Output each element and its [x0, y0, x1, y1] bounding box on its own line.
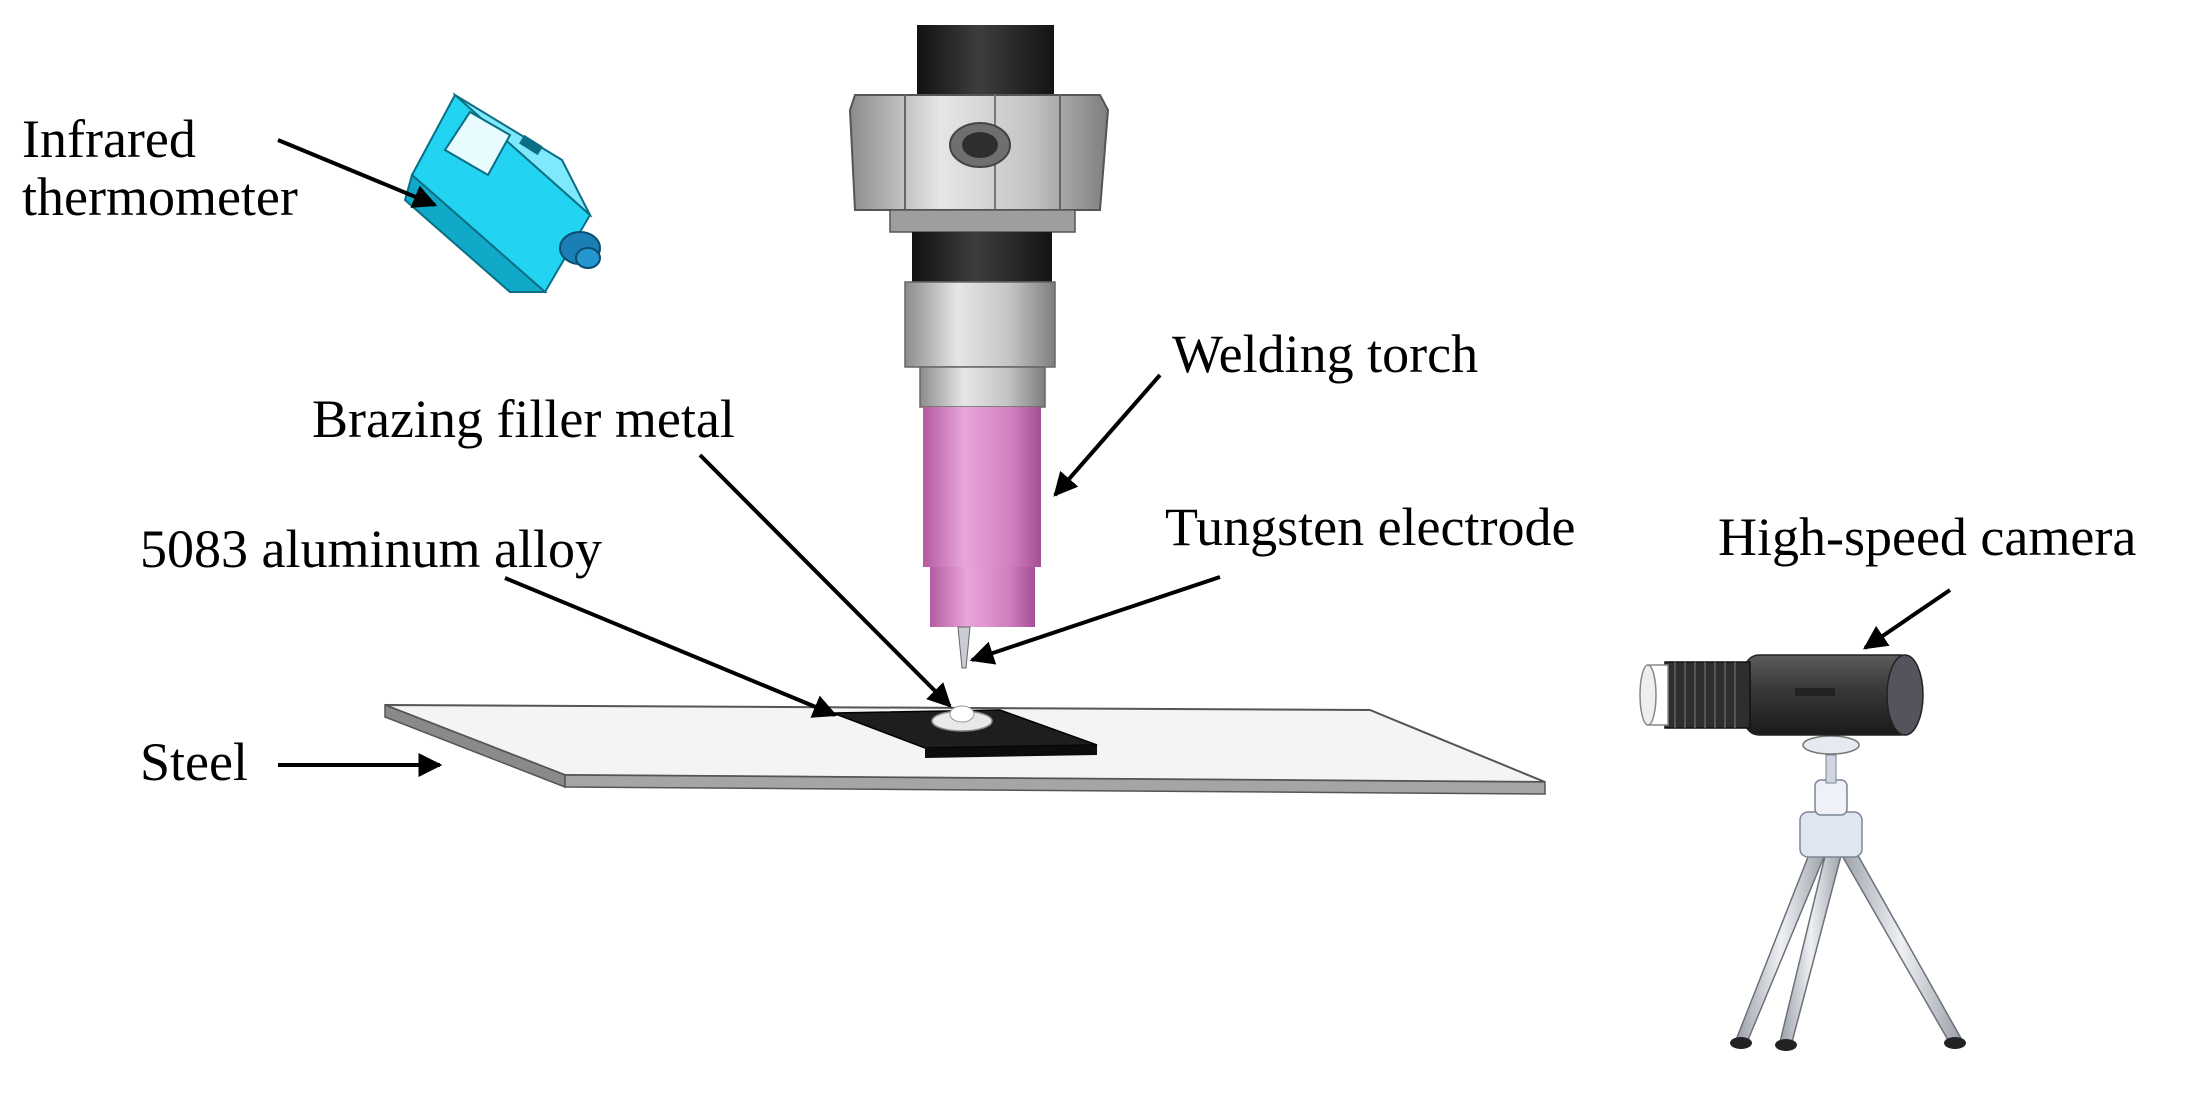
high-speed-camera-illustration [1639, 654, 1966, 1051]
label-infrared-thermometer-line-1: Infrared [22, 109, 196, 169]
filler-metal-bead [931, 705, 993, 732]
arrow-high-speed-camera [1863, 588, 1952, 650]
label-high-speed-camera: High-speed camera [1718, 507, 2137, 567]
label-welding-torch: Welding torch [1172, 324, 1479, 384]
label-aluminum-alloy: 5083 aluminum alloy [140, 519, 602, 579]
label-infrared-thermometer: Infrared thermometer [22, 110, 298, 227]
arrow-aluminum-alloy [504, 576, 838, 718]
infrared-thermometer-illustration [403, 92, 601, 294]
label-brazing-filler-metal: Brazing filler metal [312, 389, 735, 449]
label-steel: Steel [140, 732, 248, 792]
arrow-brazing-filler-metal [698, 453, 952, 708]
label-tungsten-electrode: Tungsten electrode [1165, 497, 1576, 557]
label-infrared-thermometer-line-2: thermometer [22, 167, 298, 228]
welding-torch-illustration [848, 25, 1110, 669]
arrow-infrared-thermometer [277, 138, 438, 208]
arrow-tungsten-electrode [969, 575, 1221, 665]
arrow-welding-torch [1053, 373, 1162, 497]
